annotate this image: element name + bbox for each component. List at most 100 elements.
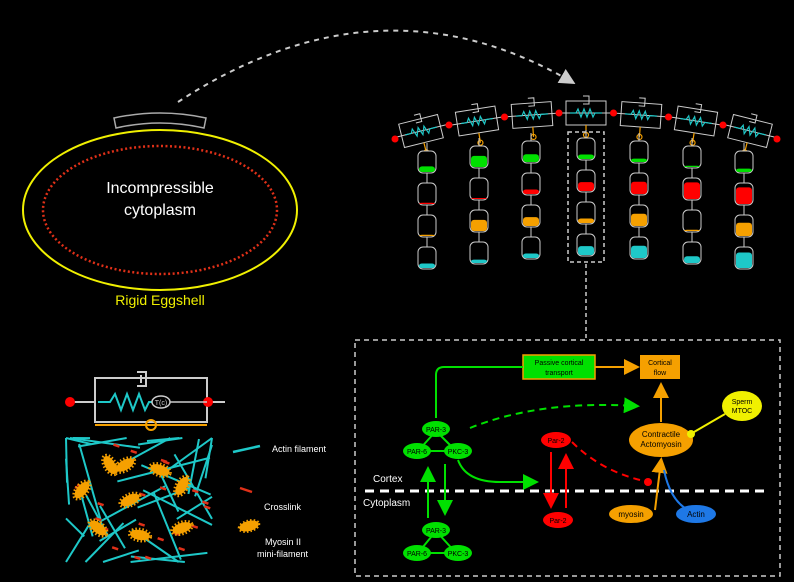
actin-filament bbox=[78, 443, 103, 522]
crosslink bbox=[178, 546, 186, 552]
actin-network-image bbox=[65, 437, 213, 563]
concentration-level bbox=[684, 182, 700, 199]
actin-label: Actin bbox=[687, 510, 705, 519]
par3-cortex-node bbox=[422, 421, 450, 437]
par2-cyto-label: Par-2 bbox=[549, 518, 566, 525]
eggshell-ellipse bbox=[22, 129, 298, 291]
actin-node bbox=[676, 505, 716, 523]
concentration-level bbox=[471, 155, 487, 167]
concentration-vial bbox=[469, 241, 489, 265]
concentration-level bbox=[471, 198, 487, 199]
cortical-flow-label-2: flow bbox=[654, 370, 667, 377]
concentration-level bbox=[578, 154, 594, 159]
mechanical-element bbox=[449, 103, 505, 146]
par2-cortex-label: Par-2 bbox=[547, 438, 564, 445]
concentration-vial bbox=[682, 209, 702, 233]
concentration-vial bbox=[469, 177, 489, 201]
actomyosin-label-1: Contractile bbox=[642, 430, 681, 439]
myosin-minifilament bbox=[170, 519, 194, 537]
concentration-level bbox=[684, 256, 700, 263]
legend-myosin-label-1: Myosin II bbox=[265, 537, 301, 547]
protein-column bbox=[576, 130, 596, 257]
par3-cortex-label: PAR-3 bbox=[426, 427, 446, 434]
crosslink bbox=[202, 500, 209, 505]
column-selection-box bbox=[567, 131, 605, 263]
crosslink bbox=[159, 486, 167, 491]
element-legend: T(c) Actin filament Crosslink Myosin II … bbox=[65, 371, 327, 563]
mtoc-to-actomyosin-line bbox=[693, 413, 726, 433]
protein-column bbox=[521, 133, 541, 260]
legend-actin-label: Actin filament bbox=[272, 444, 327, 454]
actin-filament-swatch bbox=[232, 444, 261, 454]
concentration-level bbox=[419, 234, 435, 236]
cortex-mechanics-row bbox=[391, 95, 781, 156]
concentration-level bbox=[736, 252, 752, 268]
pkc3-cortex-node bbox=[444, 443, 472, 459]
concentration-level bbox=[419, 166, 435, 172]
cortex-segment-highlight bbox=[113, 112, 207, 129]
concentration-vial bbox=[417, 182, 437, 206]
concentration-level bbox=[419, 202, 435, 204]
actin-filament bbox=[102, 549, 140, 563]
actin-filament bbox=[204, 437, 213, 479]
legend-myosin-label-2: mini-filament bbox=[257, 549, 309, 559]
concentration-level bbox=[684, 229, 700, 231]
crosslink bbox=[157, 537, 165, 542]
cortex-node bbox=[501, 113, 508, 121]
cortex-node bbox=[665, 113, 672, 121]
mechanical-element-icon: T(c) bbox=[65, 371, 225, 431]
embryo: Incompressible cytoplasm Rigid Eggshell bbox=[22, 112, 298, 308]
crosslink bbox=[111, 546, 119, 551]
myosin-minifilament bbox=[148, 461, 172, 479]
concentration-level bbox=[631, 158, 647, 162]
par6-cortex-label: PAR-6 bbox=[407, 449, 427, 456]
crosslink bbox=[144, 555, 152, 561]
mechanical-element bbox=[668, 103, 724, 146]
myosin-to-actomyosin-arrow bbox=[651, 457, 668, 511]
myosin-label: myosin bbox=[618, 510, 643, 519]
species-columns bbox=[417, 130, 754, 270]
myosin-minifilament bbox=[87, 518, 109, 538]
par2-cyto-node bbox=[543, 512, 573, 528]
myosin-minifilament bbox=[72, 479, 92, 501]
passive-transport-box bbox=[522, 354, 596, 380]
par-to-transport-arrow bbox=[435, 366, 523, 418]
mtoc-label-2: MTOC bbox=[732, 408, 752, 415]
actin-filament bbox=[142, 489, 213, 526]
concentration-vial bbox=[734, 150, 754, 174]
crosslink bbox=[97, 502, 105, 507]
passive-transport-label-1: Passive cortical bbox=[535, 360, 584, 367]
actin-filament bbox=[187, 438, 200, 495]
eggshell-label: Rigid Eggshell bbox=[115, 292, 205, 308]
crosslink bbox=[134, 555, 141, 561]
concentration-level bbox=[736, 222, 752, 236]
mtoc-label-1: Sperm bbox=[732, 399, 753, 406]
par6-cortex-node bbox=[403, 443, 431, 459]
actomyosin-node bbox=[629, 423, 693, 457]
cytoplasm-compartment-label: Cytoplasm bbox=[363, 498, 410, 509]
concentration-level bbox=[578, 182, 594, 191]
cytoplasmic-par-complex: PAR-3 PAR-6 PKC-3 bbox=[403, 522, 472, 561]
cortex-label: Cortex bbox=[373, 474, 402, 485]
concentration-level bbox=[631, 213, 647, 226]
cytoplasm-label-1: Incompressible bbox=[106, 180, 214, 197]
concentration-level bbox=[684, 165, 700, 167]
crosslink bbox=[130, 449, 138, 454]
sperm-mtoc-node bbox=[722, 391, 762, 421]
cortex-ring bbox=[41, 144, 279, 276]
crosslink-swatch bbox=[239, 486, 253, 494]
protein-column bbox=[417, 143, 437, 270]
crosslink bbox=[191, 524, 199, 529]
actin-filament bbox=[69, 437, 141, 449]
cortex-node bbox=[719, 121, 727, 129]
concentration-level bbox=[736, 168, 752, 172]
passive-transport-label-2: transport bbox=[545, 370, 573, 377]
crosslink bbox=[163, 460, 170, 465]
cortical-flow-box bbox=[640, 355, 680, 379]
cortical-par-complex: PAR-3 PAR-6 PKC-3 bbox=[403, 421, 472, 459]
concentration-level bbox=[578, 218, 594, 223]
cortex-node bbox=[610, 109, 617, 117]
myosin-minifilament bbox=[118, 491, 142, 509]
pkc3-cyto-label: PKC-3 bbox=[448, 551, 469, 558]
